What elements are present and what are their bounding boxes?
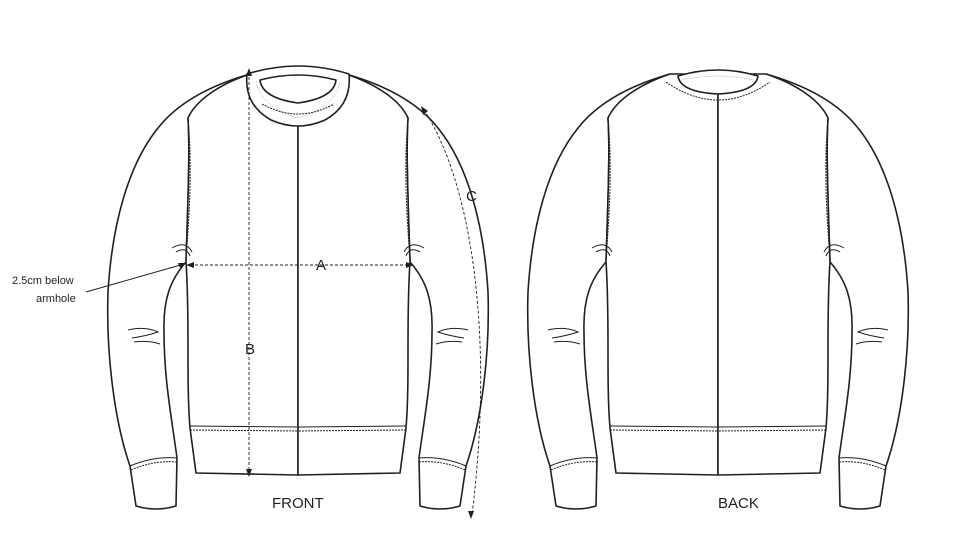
annotation-line1: 2.5cm below	[12, 275, 74, 287]
annotation-line2: armhole	[36, 293, 76, 305]
back-collar	[677, 69, 759, 95]
dimension-c-label: C	[466, 188, 477, 205]
front-label: FRONT	[272, 495, 324, 512]
back-label: BACK	[718, 495, 759, 512]
dimension-c-line	[423, 109, 482, 516]
back-view	[526, 69, 910, 510]
armhole-leader-line	[85, 263, 185, 293]
front-view	[85, 65, 490, 519]
dimension-b-label: B	[245, 341, 256, 358]
dimension-a-label: A	[316, 257, 327, 274]
